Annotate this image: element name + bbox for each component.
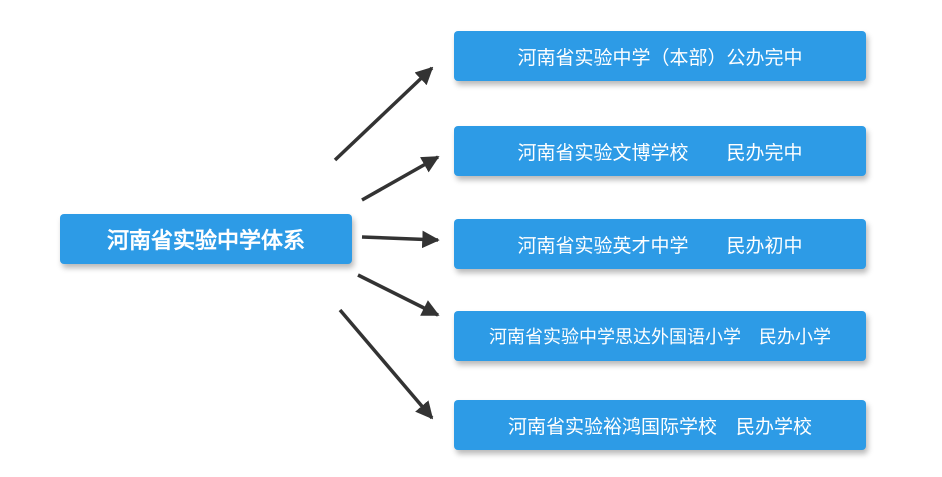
school-node-3: 河南省实验英才中学 民办初中 <box>454 219 866 269</box>
arrow-to-school-1 <box>333 66 434 162</box>
school-node-label: 河南省实验中学思达外国语小学 民办小学 <box>489 327 831 348</box>
arrow-to-school-2 <box>361 155 440 202</box>
school-node-4: 河南省实验中学思达外国语小学 民办小学 <box>454 311 866 361</box>
school-node-label: 河南省实验文博学校 民办完中 <box>517 141 803 164</box>
school-node-label: 河南省实验英才中学 民办初中 <box>517 234 803 257</box>
arrow-to-school-5 <box>338 308 434 420</box>
school-node-label: 河南省实验中学（本部）公办完中 <box>517 46 803 69</box>
school-node-2: 河南省实验文博学校 民办完中 <box>454 126 866 176</box>
root-node: 河南省实验中学体系 <box>60 214 352 264</box>
school-node-label: 河南省实验裕鸿国际学校 民办学校 <box>507 415 812 438</box>
arrow-to-school-4 <box>357 273 440 317</box>
school-node-5: 河南省实验裕鸿国际学校 民办学校 <box>454 400 866 450</box>
school-node-1: 河南省实验中学（本部）公办完中 <box>454 31 866 81</box>
root-node-label: 河南省实验中学体系 <box>106 229 305 254</box>
arrow-to-school-3 <box>361 230 440 249</box>
